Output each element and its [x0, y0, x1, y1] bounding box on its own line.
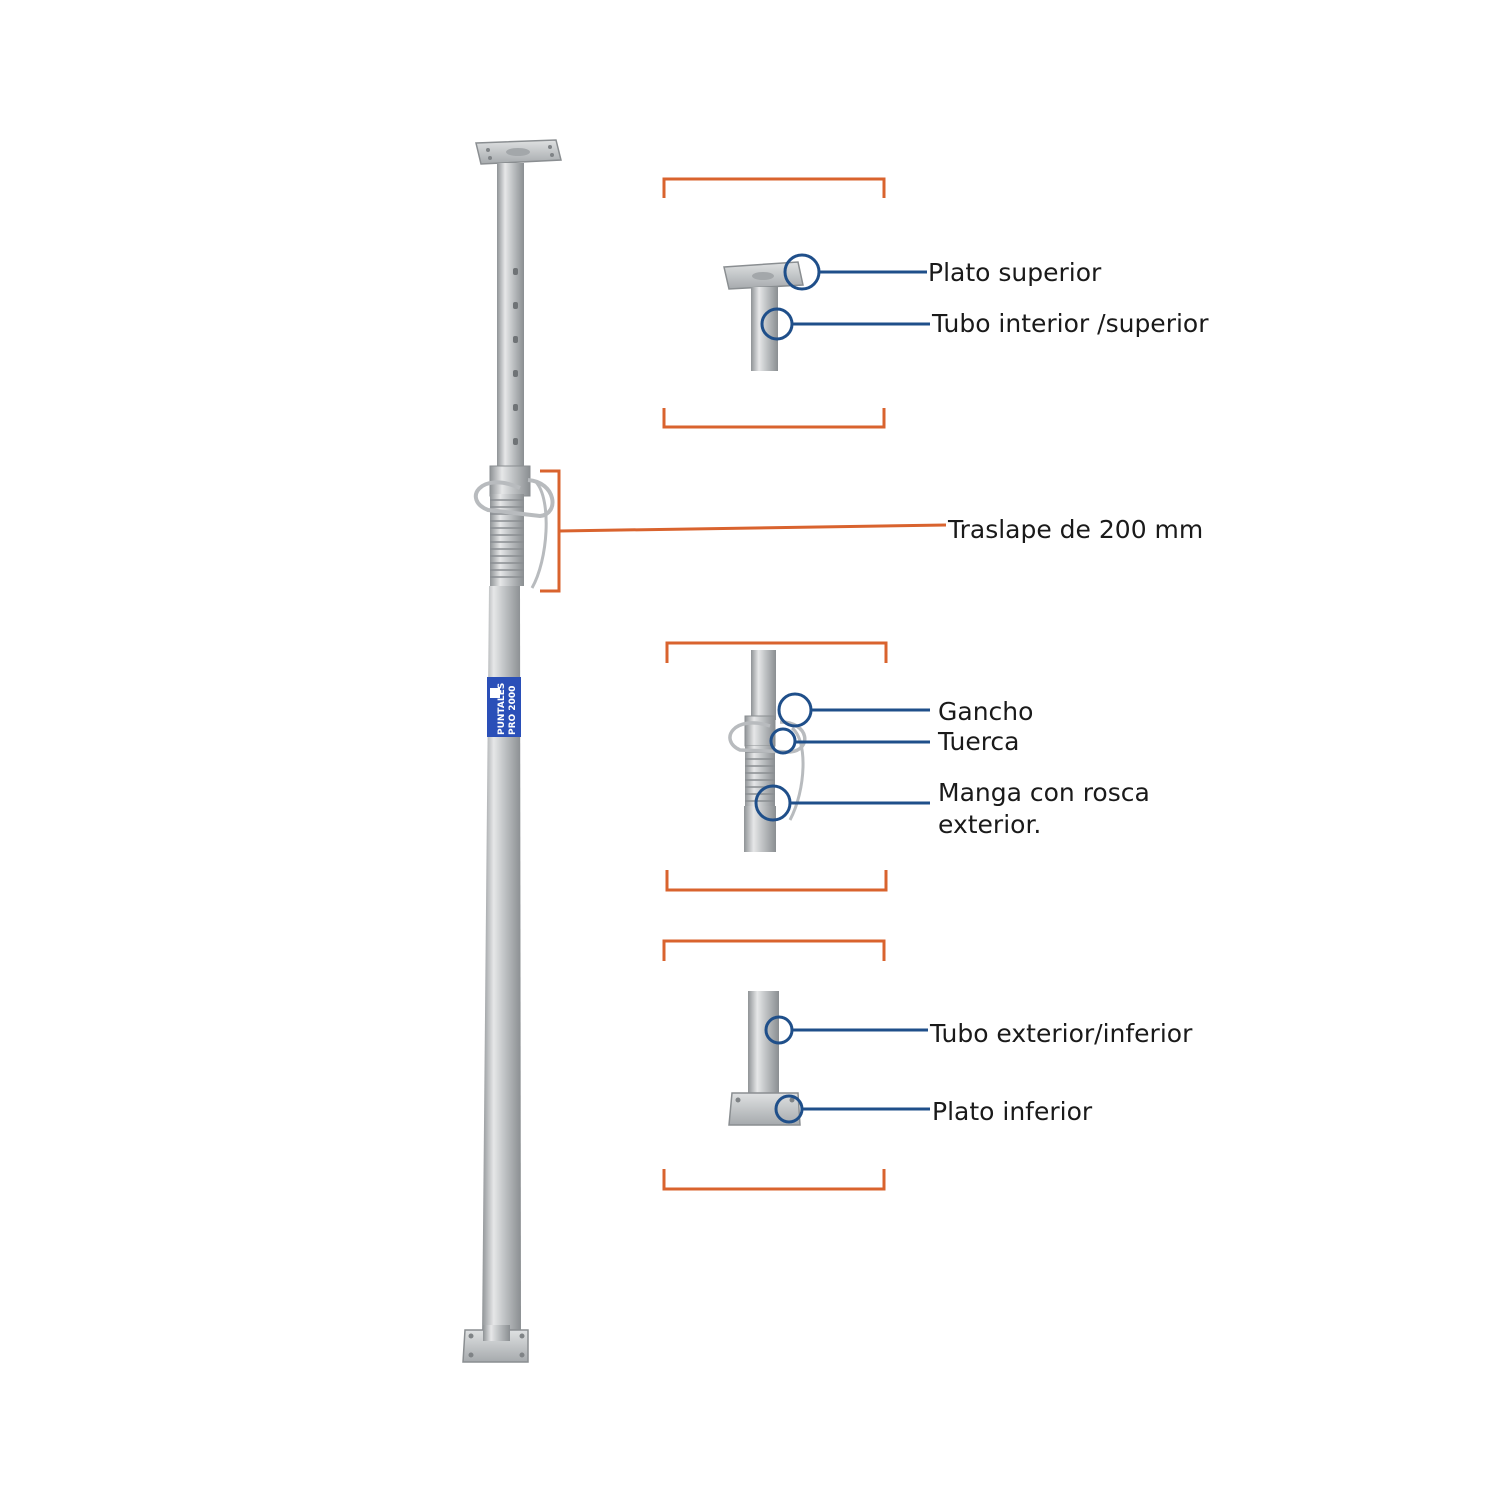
detail-bottom-bracket-bottom	[662, 1169, 886, 1191]
label-sticker: PUNTALES PRO 2000	[487, 677, 521, 737]
full-prop: PUNTALES PRO 2000	[462, 139, 562, 1363]
label-plato-superior: Plato superior	[928, 258, 1102, 287]
detail-top-bracket-top	[662, 177, 886, 198]
detail-top-tube	[751, 287, 778, 371]
detail-top-bracket-bottom	[662, 408, 886, 429]
label-tuerca: Tuerca	[937, 727, 1020, 756]
label-manga-line2: exterior.	[938, 810, 1041, 839]
label-plato-inferior: Plato inferior	[932, 1097, 1093, 1126]
top-plate	[475, 139, 562, 165]
detail-top	[662, 177, 886, 429]
detail-bottom-bracket-top	[662, 939, 886, 961]
inner-tube	[497, 163, 524, 473]
callouts	[754, 253, 930, 1124]
callout-tubo-interior	[760, 307, 930, 341]
labels: Plato superior Tubo interior /superior T…	[928, 258, 1209, 1126]
label-traslape: Traslape de 200 mm	[947, 515, 1203, 544]
callout-gancho	[777, 692, 930, 728]
detail-middle-inner-tube	[751, 650, 776, 720]
label-tubo-interior: Tubo interior /superior	[931, 309, 1209, 338]
label-tubo-exterior: Tubo exterior/inferior	[929, 1019, 1193, 1048]
detail-bottom-tube	[748, 991, 779, 1101]
detail-bottom-plate	[728, 1092, 801, 1126]
bottom-plate	[462, 1325, 529, 1363]
detail-middle-bracket-top	[665, 641, 888, 663]
detail-middle-bracket-bottom	[665, 870, 888, 892]
detail-middle-sleeve	[745, 746, 775, 806]
threaded-sleeve	[490, 494, 524, 586]
callout-manga	[754, 784, 930, 822]
label-manga-line1: Manga con rosca	[938, 778, 1150, 807]
callout-tuerca	[769, 727, 930, 755]
callout-tubo-exterior	[764, 1015, 928, 1045]
sticker-line2: PRO 2000	[508, 686, 518, 735]
overlap-bracket	[540, 469, 947, 593]
outer-tube	[482, 586, 521, 1338]
callout-plato-superior	[783, 253, 927, 291]
detail-bottom	[662, 939, 886, 1191]
detail-middle	[665, 641, 888, 892]
hook-pin	[474, 478, 555, 589]
inner-tube-holes	[513, 268, 518, 445]
callout-plato-inferior	[774, 1094, 930, 1124]
label-gancho: Gancho	[938, 697, 1033, 726]
sticker-line1: PUNTALES	[497, 683, 507, 735]
detail-middle-hook	[728, 720, 807, 821]
